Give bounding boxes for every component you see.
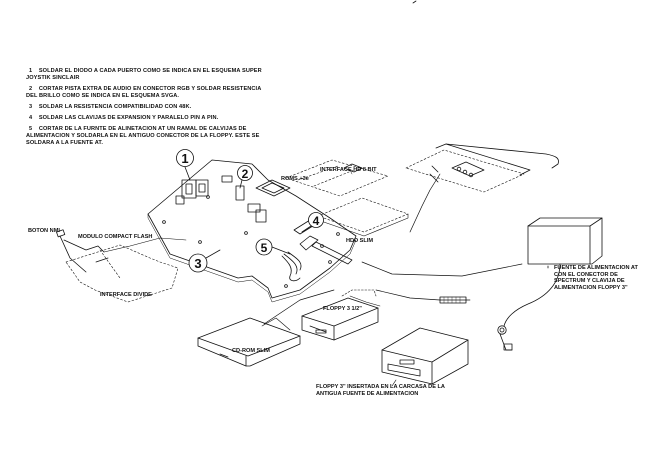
label-roms: ROMS +3e — [281, 176, 309, 182]
callout-1-marker — [176, 149, 194, 181]
psu-cable — [503, 263, 561, 327]
callout-3-marker — [188, 249, 221, 273]
instruction-1-line-2: JOYSTIK SINCLAIR — [26, 74, 80, 81]
callout-5-marker — [255, 238, 291, 256]
instruction-5-num: 5 — [29, 126, 33, 132]
label-fuente-at-line-2: CON EL CONECTOR DE — [554, 271, 618, 278]
instruction-3: 3 SOLDAR LA RESISTENCIA COMPATIBILIDAD C… — [29, 104, 191, 111]
callout-4-marker — [301, 212, 324, 233]
hdd-slim-drive — [317, 197, 409, 237]
roms-chip — [255, 179, 291, 197]
label-floppy-3-line-2: ANTIGUA FUENTE DE ALIMENTACION — [316, 390, 419, 397]
label-fuente-at-line-1: FUENTE DE ALIMENTACION AT — [554, 265, 638, 271]
floppy-35-drive — [301, 297, 379, 341]
callout-2-marker — [237, 165, 253, 189]
instruction-2-line-1: CORTAR PISTA EXTRA DE AUDIO EN CONECTOR … — [38, 86, 262, 92]
instruction-2-num: 2 — [29, 86, 33, 92]
instruction-5-line-2: ALIMENTACION Y SOLDARLA EN EL ANTIGUO CO… — [26, 132, 260, 139]
power-cable-top — [445, 143, 559, 169]
callout-4: 4 — [313, 214, 320, 228]
rear-panel — [405, 143, 531, 193]
at-power-supply — [527, 217, 603, 265]
boton-nmi-switch — [56, 229, 87, 273]
instruction-4-num: 4 — [29, 115, 33, 121]
instruction-3-line-1: SOLDAR LA RESISTENCIA COMPATIBILIDAD CON… — [38, 104, 192, 110]
label-interface-divide: INTERFACE DIVIDE — [100, 292, 152, 298]
interface-hd-board — [285, 159, 389, 197]
motherboard — [147, 159, 357, 303]
instruction-1-num: 1 — [29, 68, 33, 74]
label-boton-nmi: BOTON NMI — [28, 228, 60, 234]
instruction-5: 5 CORTAR DE LA FURNTE DE ALINETACION AT … — [26, 126, 260, 146]
at-cable-3 — [349, 295, 381, 307]
floppy-connector — [439, 296, 467, 304]
label-cdrom-slim: CD-ROM SLIM — [232, 348, 270, 354]
at-cable-2 — [375, 289, 471, 301]
leader-interface-hd — [349, 169, 353, 175]
instruction-1-line-1: SOLDAR EL DIODO A CADA PUERTO COMO SE IN… — [38, 68, 262, 74]
ide-cable-divide — [103, 237, 187, 253]
instruction-4-line-1: SOLDAR LAS CLAVIJAS DE EXPANSION Y PARAL… — [38, 115, 219, 121]
label-interface-hd: INTERFACE HD 8 BIT — [320, 167, 377, 173]
instruction-1: 1 SOLDAR EL DIODO A CADA PUERTO COMO SE … — [26, 68, 262, 82]
label-fuente-at-line-4: ALIMENTACION FLOPPY 3" — [554, 284, 628, 291]
top-mark — [412, 0, 417, 4]
instruction-5-line-3: SOLDARA A LA FUENTE AT. — [26, 139, 103, 146]
cdrom-slim-drive — [197, 317, 301, 367]
leader-floppy3 — [391, 379, 397, 387]
instruction-2-line-2: DEL BRILLO COMO SE INDICA EN EL ESQUEMA … — [26, 92, 180, 99]
floppy-3-in-case — [381, 327, 469, 385]
at-cable-1 — [361, 261, 523, 277]
instruction-2: 2 CORTAR PISTA EXTRA DE AUDIO EN CONECTO… — [26, 86, 262, 100]
instruction-3-num: 3 — [29, 104, 33, 110]
cable-from-panel — [409, 173, 441, 233]
callout-1: 1 — [181, 151, 188, 166]
callout-3: 3 — [194, 256, 201, 271]
hd-board-chip — [343, 163, 363, 173]
label-fuente-at-line-3: SPECTRUM Y CLAVIJA DE — [554, 278, 625, 285]
label-floppy-35: FLOPPY 3 1/2" — [323, 306, 362, 312]
label-floppy-3: FLOPPY 3" INSERTADA EN LA CARCASA DE LA … — [316, 384, 445, 397]
callout-2: 2 — [242, 167, 249, 181]
label-hdd-slim: HDD SLIM — [346, 238, 374, 244]
compact-flash-module — [63, 239, 109, 263]
label-floppy-3-line-1: FLOPPY 3" INSERTADA EN LA CARCASA DE LA — [316, 384, 445, 390]
label-fuente-at: FUENTE DE ALIMENTACION AT CON EL CONECTO… — [554, 265, 638, 291]
cdrom-cable — [263, 289, 335, 325]
instruction-5-line-1: CORTAR DE LA FURNTE DE ALINETACION AT UN… — [38, 126, 247, 132]
psu-plug — [497, 325, 513, 351]
instruction-4: 4 SOLDAR LAS CLAVIJAS DE EXPANSION Y PAR… — [29, 115, 218, 122]
callout-5: 5 — [261, 241, 268, 255]
ribbon-cable — [341, 289, 377, 297]
label-modulo-cf: MODULO COMPACT FLASH — [78, 234, 153, 240]
floppy-connector-hatch — [443, 296, 461, 304]
interface-divide-board — [65, 244, 179, 303]
